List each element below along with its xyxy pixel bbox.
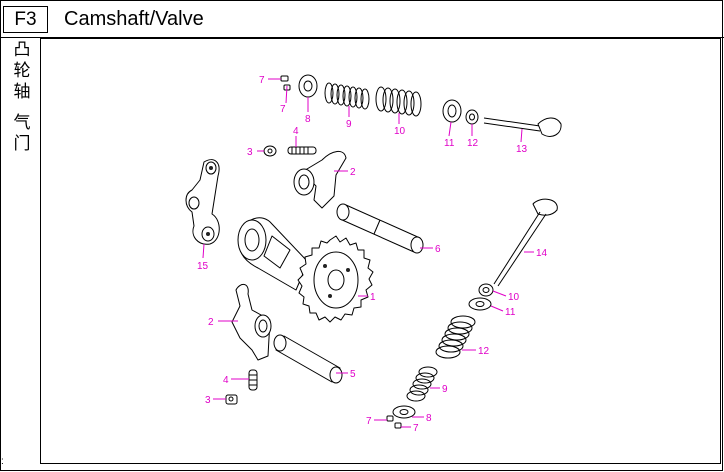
callout-label: 3 [205, 395, 211, 406]
section-code: F3 [3, 6, 48, 33]
adjust-screw-part [287, 146, 317, 155]
valve-seal-lower-part [478, 283, 494, 297]
callout-label: 2 [208, 317, 214, 328]
camshaft-part [237, 217, 309, 291]
exhaust-valve-part [493, 198, 558, 287]
side-label-char: 气 [13, 113, 31, 133]
rocker-shaft-lower-part [273, 334, 343, 384]
side-label-char: 轮 [13, 61, 31, 81]
callout-label: 12 [478, 346, 490, 357]
corner-mark: : [1, 456, 4, 467]
spring-seat-part [442, 99, 462, 123]
callout-label: 11 [444, 138, 455, 149]
callout-label: 7 [280, 104, 286, 115]
callout-label: 8 [426, 413, 432, 424]
adjust-nut-lower-part [225, 394, 238, 405]
outer-spring-lower-part [435, 315, 476, 359]
intake-valve-part [483, 117, 562, 137]
spring-seat-lower-part [468, 297, 492, 311]
oil-seal-part [465, 109, 479, 125]
callout-label: 7 [259, 75, 265, 86]
side-label-char: 门 [13, 134, 31, 154]
spring-retainer-part [298, 74, 318, 98]
callout-label: 10 [508, 292, 520, 303]
valve-cotter-lower-part [386, 415, 402, 429]
callout-label: 11 [505, 307, 516, 318]
page-title: Camshaft/Valve [64, 8, 204, 30]
callout-label: 13 [516, 144, 528, 155]
callout-label: 9 [346, 119, 352, 130]
rocker-arm-upper-part [293, 151, 347, 209]
callout-label: 5 [350, 369, 356, 380]
callout-label: 7 [366, 416, 372, 427]
callout-label: 3 [247, 147, 253, 158]
callout-label: 2 [350, 167, 356, 178]
inner-spring-part [324, 82, 370, 110]
side-label-char: 轴 [13, 82, 31, 102]
side-label: 凸 轮 轴 气 门 [10, 40, 34, 155]
callout-label: 6 [435, 244, 441, 255]
adjust-nut-part [263, 145, 277, 157]
rocker-arm-lower-part [231, 284, 272, 361]
callout-label: 1 [370, 292, 376, 303]
pivot-bracket-part [185, 159, 220, 245]
callout-label: 14 [536, 248, 548, 259]
side-label-char: 凸 [13, 40, 31, 60]
callout-label: 4 [223, 375, 229, 386]
rocker-shaft-upper-part [336, 203, 424, 254]
drawing-frame [40, 38, 721, 464]
valve-cotter-part [280, 75, 291, 91]
callout-label: 15 [197, 261, 209, 272]
callout-label: 8 [305, 114, 311, 125]
callout-label: 4 [293, 126, 299, 137]
adjust-screw-lower-part [248, 369, 258, 391]
spring-retainer-lower-part [392, 405, 416, 419]
callout-label: 7 [413, 423, 419, 434]
outer-spring-part [375, 86, 422, 117]
callout-label: 12 [467, 138, 479, 149]
callout-label: 10 [394, 126, 406, 137]
callout-label: 9 [442, 384, 448, 395]
cam-sprocket-part [297, 235, 374, 323]
inner-spring-lower-part [406, 366, 438, 402]
